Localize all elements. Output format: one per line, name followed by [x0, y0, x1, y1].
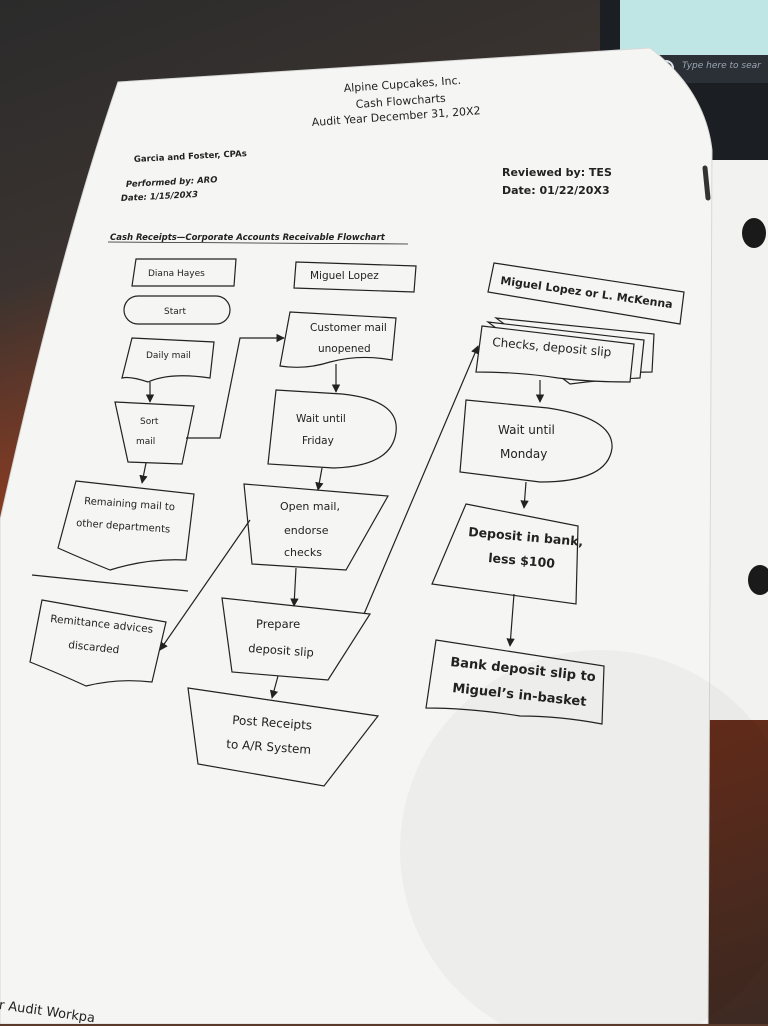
lane-header-lopez-mckenna: [487, 262, 685, 325]
wait-friday-label-2: Friday: [302, 435, 334, 447]
deposit-bank-label-2: less $100: [488, 550, 556, 571]
remittance-document: [29, 599, 167, 687]
lane-label-miguel-lopez: Miguel Lopez: [310, 270, 379, 282]
performed-date: Date: 1/15/20X3: [121, 190, 199, 204]
punch-hole: [748, 565, 768, 595]
remittance-label-2: discarded: [68, 639, 120, 656]
punch-hole: [742, 218, 766, 248]
bank-deposit-document: [425, 639, 605, 725]
open-mail-label-2: endorse: [284, 524, 329, 537]
open-mail-label: Open mail,: [280, 500, 340, 513]
remaining-mail-document: [57, 480, 195, 571]
wait-friday-delay: [267, 389, 397, 469]
prepare-label-2: deposit slip: [248, 641, 315, 660]
reviewed-date: Date: 01/22/20X3: [502, 184, 610, 197]
wait-monday-label-2: Monday: [500, 447, 547, 461]
prepare-deposit-manual-op: [221, 597, 372, 681]
title-underline: [107, 241, 409, 245]
daily-mail-document: [121, 337, 215, 383]
arrow-sort-to-remaining: [139, 462, 148, 484]
flowchart-title: Cash Receipts—Corporate Accounts Receiva…: [110, 233, 386, 243]
sort-mail-label-2: mail: [136, 437, 155, 447]
section-divider: [31, 574, 189, 592]
prepare-label: Prepare: [256, 617, 300, 631]
page-curl-mark: [702, 165, 711, 201]
doc-title: Cash Flowcharts: [355, 92, 446, 111]
taskbar-search-input[interactable]: Type here to sear: [682, 61, 761, 71]
paper-sheet: [0, 47, 713, 1024]
arrow-open-to-remittance: [159, 519, 251, 651]
arrow-wait-to-open: [315, 467, 324, 491]
arrow-open-to-prepare: [290, 567, 299, 607]
post-receipts-manual-op: [187, 687, 380, 787]
arrow-prepare-to-checks: [363, 345, 479, 615]
checks-deposit-document: [475, 325, 635, 383]
wait-monday-delay: [459, 399, 613, 483]
post-receipts-label: Post Receipts: [232, 713, 313, 733]
customer-mail-label-2: unopened: [318, 343, 371, 355]
start-terminal: [123, 295, 231, 325]
open-mail-manual-op: [243, 483, 389, 571]
monitor-screen: [620, 0, 768, 55]
reviewed-by: Reviewed by: TES: [502, 166, 612, 179]
lane-header-diana-hayes: [131, 258, 237, 287]
customer-mail-document: [279, 311, 397, 368]
sort-mail-manual-op: [114, 401, 195, 465]
daily-mail-label: Daily mail: [146, 351, 191, 361]
open-mail-label-3: checks: [284, 546, 322, 559]
customer-mail-label: Customer mail: [310, 322, 387, 334]
lane-header-miguel-lopez: [293, 261, 417, 293]
arrow-wait-to-deposit: [520, 481, 529, 509]
sort-mail-label: Sort: [140, 417, 159, 427]
wait-monday-label: Wait until: [498, 423, 555, 437]
deposit-bank-manual-op: [431, 503, 579, 605]
post-receipts-label-2: to A/R System: [226, 737, 312, 757]
performed-by: Performed by: ARO: [126, 175, 218, 190]
lane-label-diana-hayes: Diana Hayes: [148, 269, 205, 279]
arrow-deposit-to-bank-slip: [506, 593, 515, 647]
arrow-sort-to-customer-mail: [186, 333, 285, 439]
arrow-prepare-to-post: [269, 675, 279, 699]
start-label: Start: [164, 307, 186, 317]
wait-friday-label: Wait until: [296, 413, 346, 425]
